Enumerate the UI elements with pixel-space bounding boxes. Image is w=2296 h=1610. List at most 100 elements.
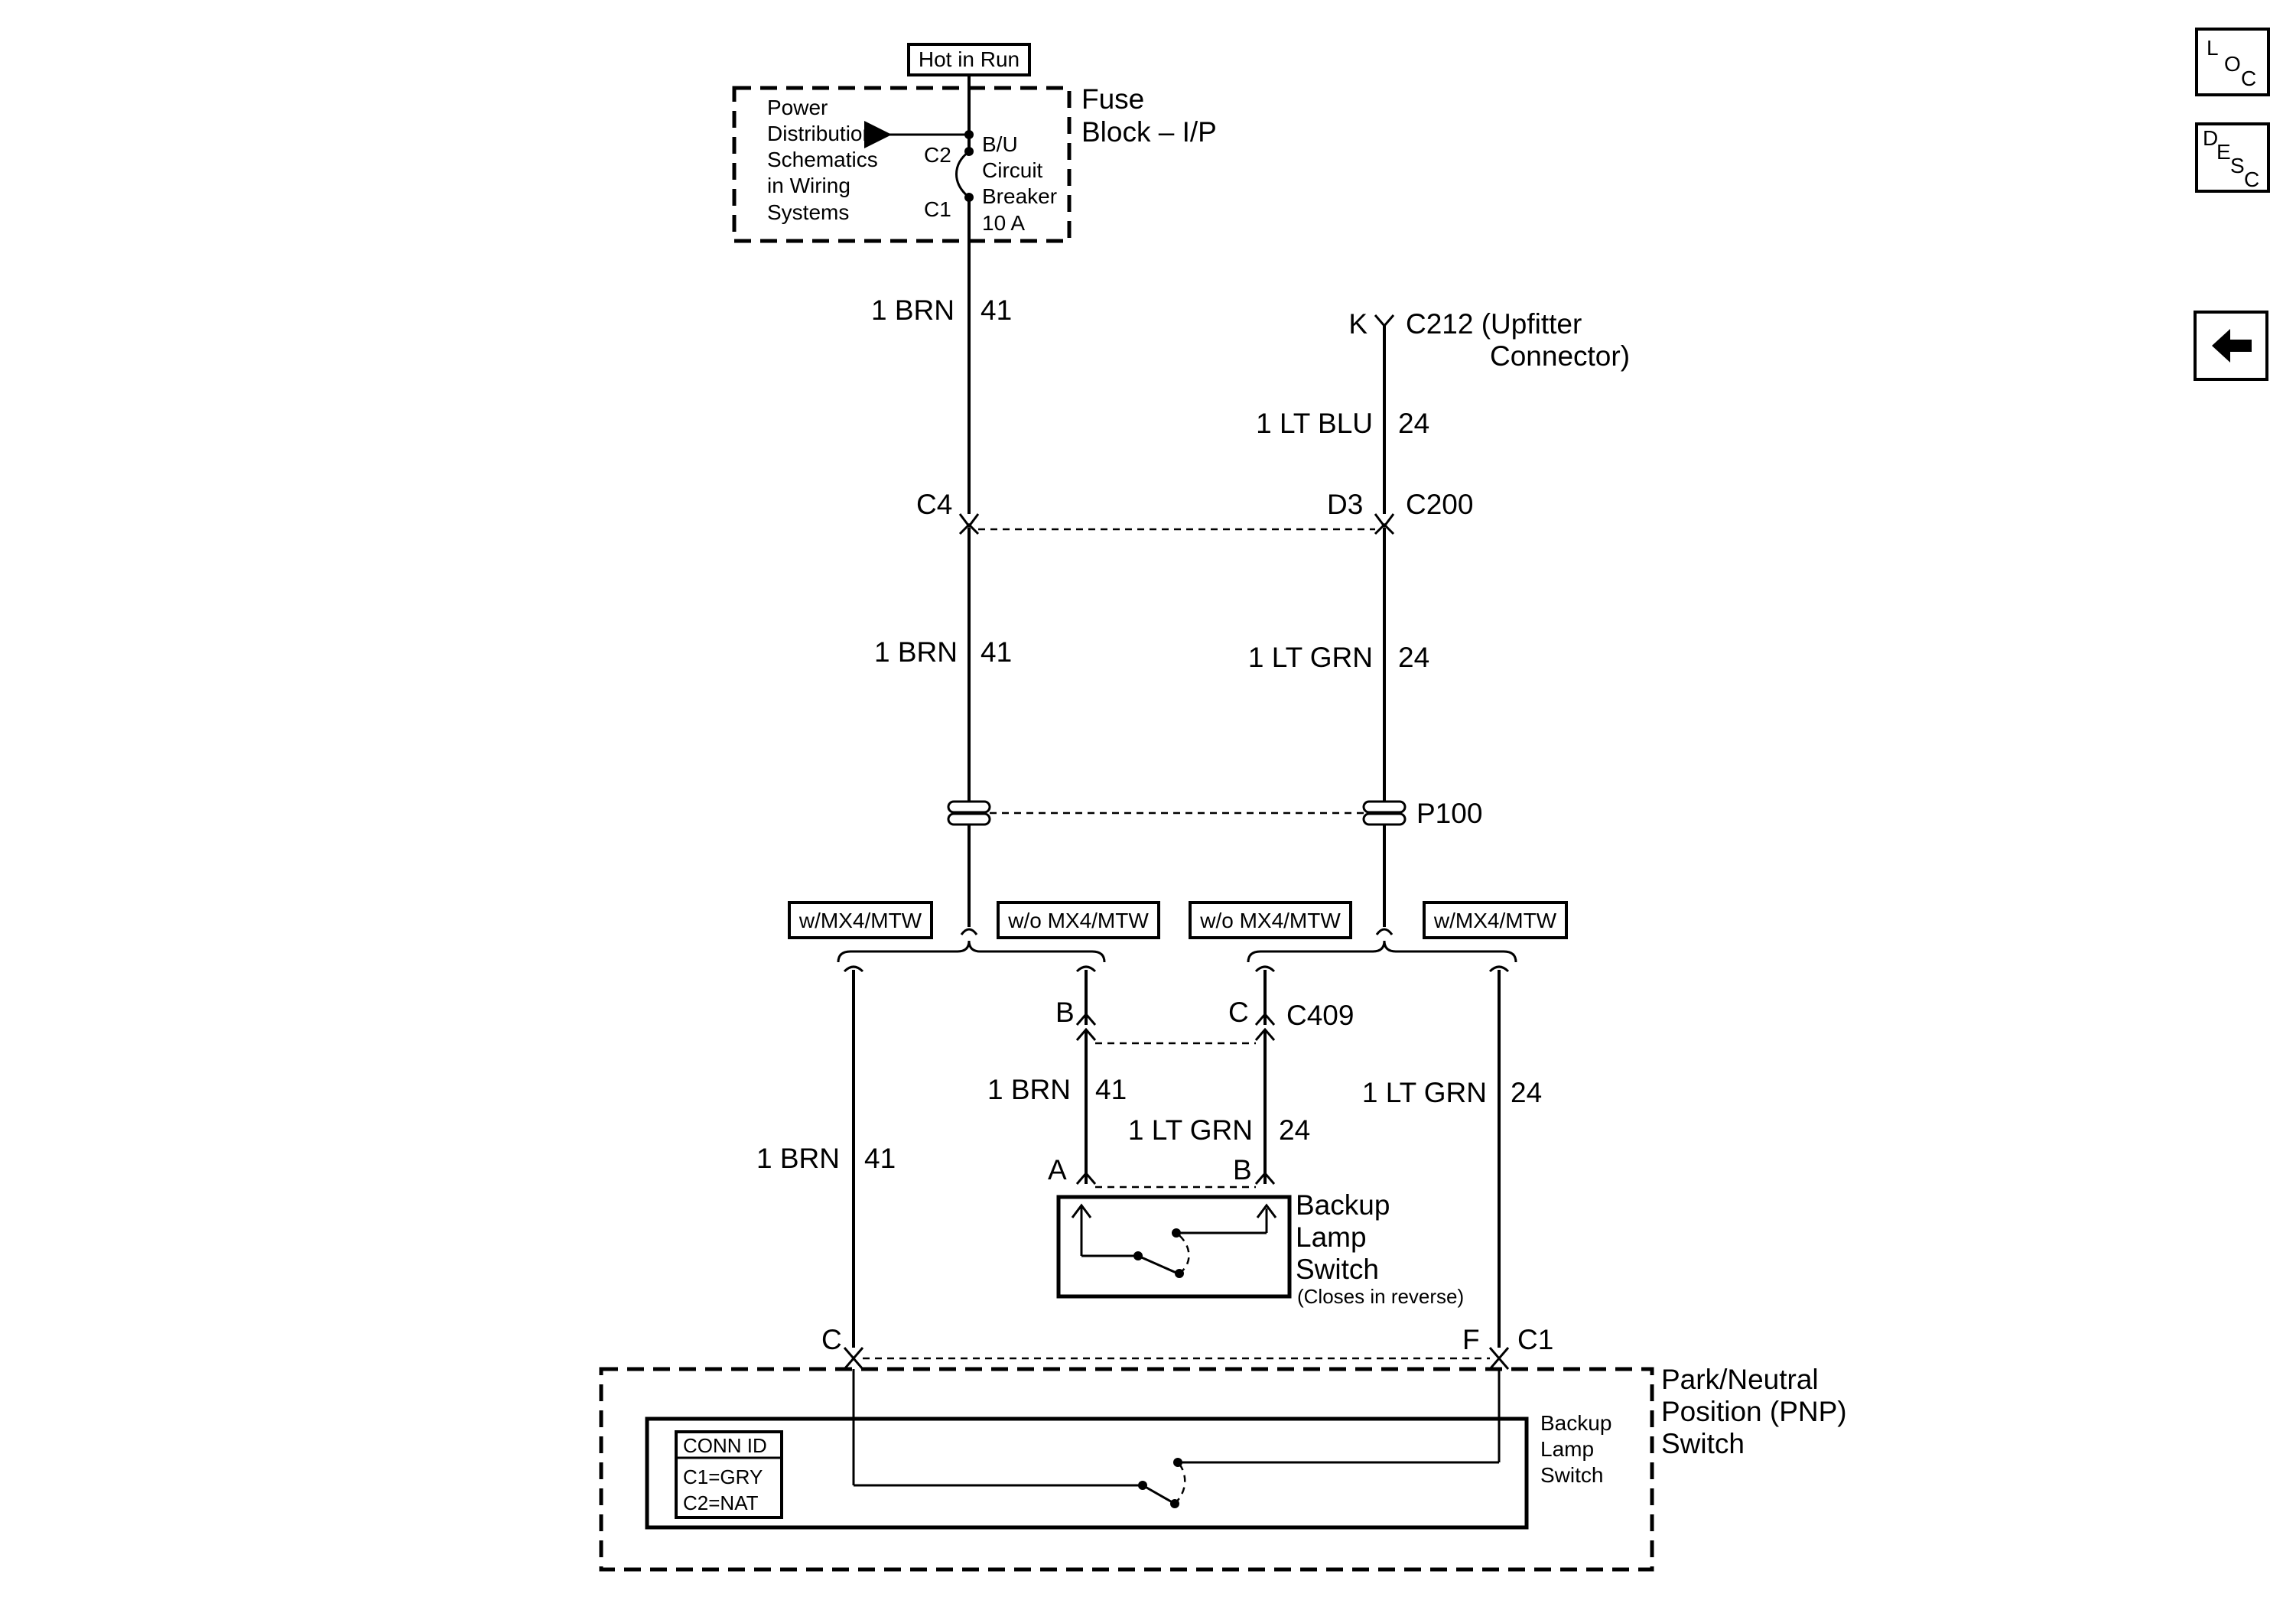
splice-right-hop: [1375, 928, 1394, 935]
fuse-pin-c1: C1: [924, 197, 951, 221]
wire-label-c409-left: 1 BRN: [987, 1074, 1071, 1105]
svg-text:E: E: [2216, 140, 2231, 164]
svg-text:Switch: Switch: [1540, 1463, 1603, 1487]
pnp-inner-body: [645, 1416, 1529, 1530]
wire-num-right-top: 24: [1398, 408, 1429, 439]
wire-label-left-top: 1 BRN: [871, 294, 954, 326]
svg-text:w/MX4/MTW: w/MX4/MTW: [1433, 909, 1557, 932]
left-branch-brace: [837, 940, 1106, 973]
svg-text:C: C: [2244, 168, 2259, 191]
circuit-breaker-symbol: [955, 75, 974, 202]
power-distribution-note: Power Distribution Schematics in Wiring …: [767, 96, 878, 224]
wire-num-c409-right: 24: [1279, 1114, 1310, 1146]
svg-text:C: C: [2241, 67, 2256, 90]
svg-text:w/MX4/MTW: w/MX4/MTW: [798, 909, 922, 932]
svg-text:w/o MX4/MTW: w/o MX4/MTW: [1199, 909, 1341, 932]
c409-left-connector: [1075, 1012, 1097, 1041]
svg-text:C2=NAT: C2=NAT: [683, 1491, 759, 1514]
backup-switch-body: [1056, 1195, 1292, 1299]
pnp-left-connector: [843, 1347, 864, 1370]
svg-text:10 A: 10 A: [982, 211, 1025, 235]
svg-text:Park/Neutral: Park/Neutral: [1661, 1364, 1819, 1395]
svg-text:w/o MX4/MTW: w/o MX4/MTW: [1007, 909, 1149, 932]
conn-id-table: CONN ID C1=GRY C2=NAT: [675, 1430, 783, 1519]
hot-in-run-box: Hot in Run: [907, 43, 1031, 76]
c409-left-pin: B: [1055, 997, 1075, 1028]
svg-text:Switch: Switch: [1661, 1428, 1745, 1459]
svg-text:Power: Power: [767, 96, 828, 119]
svg-text:(Closes in reverse): (Closes in reverse): [1297, 1285, 1464, 1308]
wire-num-far-right: 24: [1511, 1077, 1542, 1108]
splice-left-hop: [960, 928, 978, 935]
back-button[interactable]: [2194, 311, 2268, 381]
option-left-without: w/o MX4/MTW: [997, 901, 1160, 939]
wire-num-right-mid: 24: [1398, 642, 1429, 673]
c200-left-connector: [958, 513, 980, 535]
option-left-with: w/MX4/MTW: [788, 901, 933, 939]
wire-label-far-right: 1 LT GRN: [1362, 1077, 1487, 1108]
loc-button[interactable]: L O C: [2195, 28, 2270, 96]
c409-name: C409: [1286, 1000, 1354, 1031]
wire-label-c409-right: 1 LT GRN: [1128, 1114, 1253, 1146]
pnp-right-connector: [1488, 1347, 1510, 1370]
pnp-switch-outline: [599, 1367, 1654, 1572]
svg-text:Circuit: Circuit: [982, 158, 1043, 182]
pnp-pin-f: F: [1462, 1324, 1480, 1355]
fuse-block-label: Fuse Block – I/P: [1081, 83, 1217, 148]
svg-text:Switch: Switch: [1296, 1254, 1379, 1285]
wire-label-left-mid: 1 BRN: [874, 636, 958, 668]
p100-right-connector: [1362, 800, 1407, 826]
wire-num-left-top: 41: [981, 294, 1012, 326]
backup-switch-pin-a: A: [1048, 1154, 1067, 1186]
c409-right-connector: [1254, 1012, 1276, 1041]
c212-label-line1: C212 (Upfitter: [1406, 308, 1582, 340]
desc-button[interactable]: D E S C: [2195, 122, 2270, 193]
svg-text:CONN ID: CONN ID: [683, 1434, 767, 1457]
svg-text:C1=GRY: C1=GRY: [683, 1465, 763, 1488]
fuse-block-outline: [732, 86, 1072, 243]
svg-text:Position (PNP): Position (PNP): [1661, 1396, 1847, 1427]
svg-text:B/U: B/U: [982, 132, 1018, 156]
svg-text:Systems: Systems: [767, 200, 849, 224]
c200-left-pin: C4: [916, 489, 952, 520]
fuse-pin-c2: C2: [924, 143, 951, 167]
option-right-without: w/o MX4/MTW: [1189, 901, 1352, 939]
svg-text:Block – I/P: Block – I/P: [1081, 116, 1217, 148]
right-branch-brace: [1247, 940, 1517, 973]
svg-text:Hot in Run: Hot in Run: [919, 47, 1020, 71]
svg-text:O: O: [2224, 52, 2241, 76]
svg-text:Breaker: Breaker: [982, 184, 1057, 208]
c212-connector: [1374, 314, 1395, 328]
pnp-conn-c1: C1: [1517, 1324, 1553, 1355]
svg-text:Distribution: Distribution: [767, 122, 874, 145]
pnp-pin-c: C: [821, 1324, 842, 1355]
wire-label-far-left: 1 BRN: [756, 1143, 840, 1174]
wire-label-right-top: 1 LT BLU: [1256, 408, 1373, 439]
svg-text:L: L: [2207, 36, 2219, 60]
backup-switch-pin-a-connector: [1075, 1171, 1097, 1185]
wire-num-far-left: 41: [864, 1143, 896, 1174]
pnp-switch-label: Park/Neutral Position (PNP) Switch: [1661, 1364, 1847, 1459]
svg-text:Lamp: Lamp: [1540, 1437, 1594, 1461]
c212-label-line2: Connector): [1490, 340, 1630, 372]
svg-text:S: S: [2230, 154, 2245, 177]
svg-text:D: D: [2203, 126, 2218, 150]
p100-name: P100: [1416, 798, 1482, 829]
svg-text:Lamp: Lamp: [1296, 1221, 1367, 1253]
svg-text:in Wiring: in Wiring: [767, 174, 850, 197]
c409-right-pin: C: [1228, 997, 1249, 1028]
c200-right-connector: [1374, 513, 1395, 535]
c212-pin: K: [1348, 308, 1368, 340]
left-arrow-icon: [2212, 329, 2252, 363]
svg-text:Backup: Backup: [1540, 1411, 1611, 1435]
c200-name: C200: [1406, 489, 1473, 520]
option-right-with: w/MX4/MTW: [1423, 901, 1568, 939]
wire-num-c409-left: 41: [1095, 1074, 1127, 1105]
svg-text:Backup: Backup: [1296, 1189, 1390, 1221]
backup-switch-contacts: [1071, 1203, 1277, 1278]
backup-switch-pin-b: B: [1233, 1154, 1252, 1186]
svg-text:Schematics: Schematics: [767, 148, 878, 171]
backup-switch-label: Backup Lamp Switch (Closes in reverse): [1296, 1189, 1464, 1308]
wire-num-left-mid: 41: [981, 636, 1012, 668]
